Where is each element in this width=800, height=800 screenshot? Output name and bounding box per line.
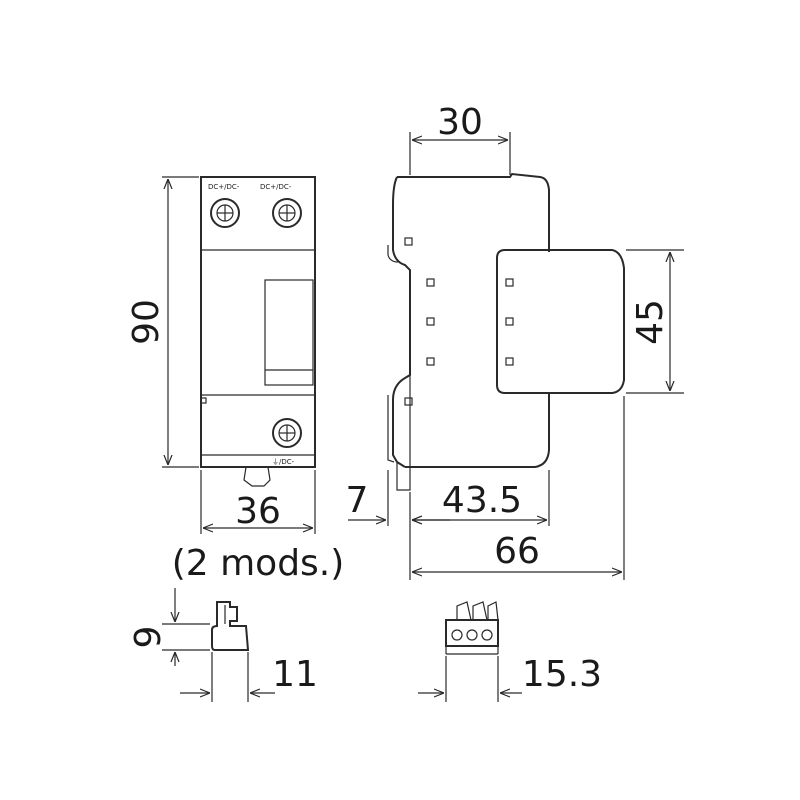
front-height-dimension: 90 xyxy=(126,176,199,468)
plug-part xyxy=(211,601,250,651)
terminal-label-top-left: DC+/DC- xyxy=(208,183,240,191)
status-window xyxy=(264,279,314,386)
front-depth-dimension: 45 xyxy=(626,249,684,394)
dim-rail-offset-label: 7 xyxy=(346,480,369,521)
plug-width-dimension: 11 xyxy=(180,652,318,702)
front-housing-outline xyxy=(200,176,316,468)
plug-height-dimension: 9 xyxy=(128,588,210,666)
side-rail-profile xyxy=(392,176,411,468)
body-depth-dimension: 43.5 xyxy=(412,470,550,526)
top-width-dimension: 30 xyxy=(409,102,511,175)
terminal-label-bottom: ⏚/DC- xyxy=(272,458,295,466)
terminal-screw-top-left xyxy=(210,198,240,228)
connector-width-dimension: 15.3 xyxy=(418,654,602,702)
terminal-screw-top-right xyxy=(272,198,302,228)
rail-offset-dimension: 7 xyxy=(346,470,450,580)
terminal-screw-bottom xyxy=(272,418,302,448)
dim-total-depth-label: 66 xyxy=(494,531,540,572)
front-view: DC+/DC- DC+/DC- ⏚/DC- xyxy=(200,176,316,487)
dim-top-width-label: 30 xyxy=(437,102,483,143)
front-width-dimension: 36 (2 mods.) xyxy=(172,470,345,584)
dim-body-depth-label: 43.5 xyxy=(442,480,522,521)
terminal-label-top-right: DC+/DC- xyxy=(260,183,292,191)
rail-latch xyxy=(396,462,411,491)
dim-plug-height-label: 9 xyxy=(128,626,169,649)
side-housing-bottom xyxy=(405,392,550,468)
connector-part xyxy=(445,601,499,655)
dim-plug-width-label: 11 xyxy=(272,654,318,695)
dim-width-label: 36 xyxy=(235,491,281,532)
side-plug-module xyxy=(496,249,625,394)
rail-clip xyxy=(243,466,271,487)
connector-body xyxy=(445,619,499,647)
dim-front-depth-label: 45 xyxy=(630,299,671,345)
dim-connector-width-label: 15.3 xyxy=(522,654,602,695)
side-housing-top xyxy=(397,172,550,252)
total-depth-dimension: 66 xyxy=(412,396,625,580)
plug-outline xyxy=(211,601,250,651)
modules-note: (2 mods.) xyxy=(172,543,345,584)
side-view xyxy=(387,172,625,491)
dim-height-label: 90 xyxy=(126,299,167,345)
